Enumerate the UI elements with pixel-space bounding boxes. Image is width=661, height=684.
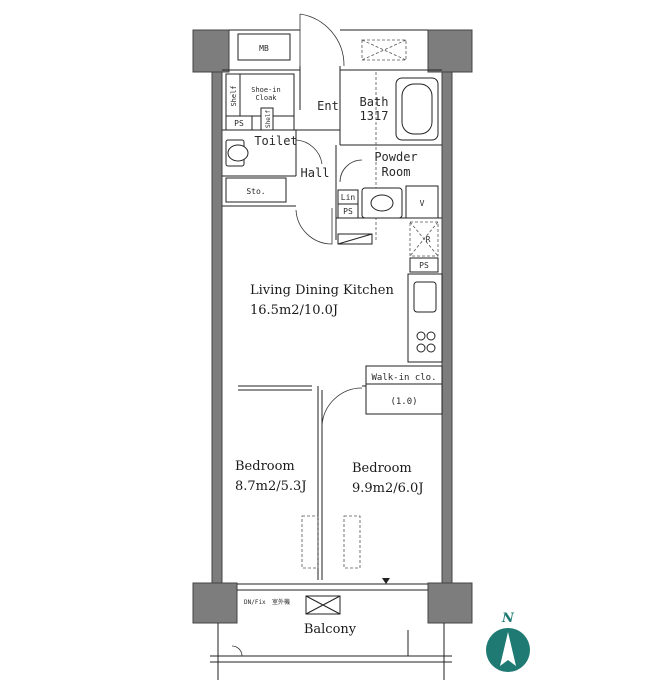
outdoor-unit-cross2: [305, 595, 341, 615]
bedroom-right-name: Bedroom: [352, 461, 412, 476]
balcony-hatch: [231, 645, 243, 657]
ps-kitchen-label: PS: [419, 261, 429, 270]
ps-powder-label: PS: [343, 207, 353, 216]
ldk-name-label: Living Dining Kitchen: [250, 283, 394, 298]
powder-label-line2: Room: [382, 165, 411, 179]
window-marker: [382, 578, 390, 584]
walkin-label: Walk-in clo.: [371, 373, 436, 383]
bedroom-left-area: 8.7m2/5.3J: [235, 479, 307, 494]
bedroom-left-closet-mark: [301, 515, 319, 569]
ldk-area-label: 16.5m2/10.0J: [250, 303, 338, 318]
balcony-label: Balcony: [304, 622, 357, 637]
bedroom-right-door: [321, 387, 363, 427]
bathtub-inner: [401, 83, 433, 135]
shoe-cloak-label-line1: Shoe-in: [251, 86, 281, 94]
outdoor-unit-label: 室外機: [272, 598, 290, 606]
mb-box: [237, 33, 291, 61]
stove-burner-2: [426, 331, 436, 341]
bedroom-right-closet-mark: [343, 515, 361, 569]
toilet-bowl: [227, 144, 249, 162]
toilet-door: [295, 139, 323, 165]
stove-burner-1: [416, 331, 426, 341]
entrance-label: Ent: [317, 99, 339, 113]
bedroom-right-area: 9.9m2/6.0J: [352, 481, 424, 496]
wall-right: [441, 71, 453, 597]
wall-column-top-right: [427, 29, 473, 73]
refrigerator-space: [409, 221, 439, 257]
powder-label-line1: Powder: [374, 150, 417, 164]
kitchen-sink: [413, 281, 437, 313]
wall-column-bottom-right: [427, 582, 473, 624]
refrigerator-cross2: [409, 221, 439, 257]
hall-label: Hall: [301, 166, 330, 180]
compass: N: [486, 611, 530, 672]
entrance-door: [299, 13, 345, 67]
compass-label: N: [501, 611, 515, 626]
walkin-size-label: (1.0): [390, 397, 417, 407]
storage-box: [225, 177, 287, 203]
wash-basin: [370, 194, 394, 212]
shoe-cloak-label-line2: Cloak: [255, 94, 277, 102]
kitchen-shelf-diagonal: [337, 233, 373, 245]
wall-column-bottom-left: [192, 582, 238, 624]
ps-toilet-label: PS: [234, 119, 244, 128]
balcony-window-label: DN/Fix: [244, 599, 266, 606]
washer-label: V: [420, 199, 425, 208]
refrigerator-label: R: [426, 235, 431, 244]
top-exhaust-cross1: [361, 39, 407, 61]
ps-kitchen-box: [409, 257, 439, 273]
bath-size-label: 1317: [360, 109, 389, 123]
ldk-door: [295, 208, 333, 245]
top-exhaust-box: [361, 39, 407, 61]
shelf-left-label: Shelf: [230, 85, 238, 106]
bedroom-left-name: Bedroom: [235, 459, 295, 474]
stove-burner-3: [416, 343, 426, 353]
walkin-closet: [365, 365, 443, 415]
top-exhaust-cross2: [361, 39, 407, 61]
powder-door: [339, 159, 363, 183]
storage-label: Sto.: [246, 187, 265, 196]
shelf-right-label: Shelf: [265, 110, 272, 128]
wall-column-top-left: [192, 29, 230, 73]
wall-left: [211, 71, 223, 597]
mb-label: MB: [259, 44, 269, 53]
toilet-label: Toilet: [254, 134, 297, 148]
bath-label: Bath: [360, 95, 389, 109]
linen-label: Lin: [341, 193, 356, 202]
north-arrow-icon: [500, 632, 516, 666]
stove-burner-4: [426, 343, 436, 353]
